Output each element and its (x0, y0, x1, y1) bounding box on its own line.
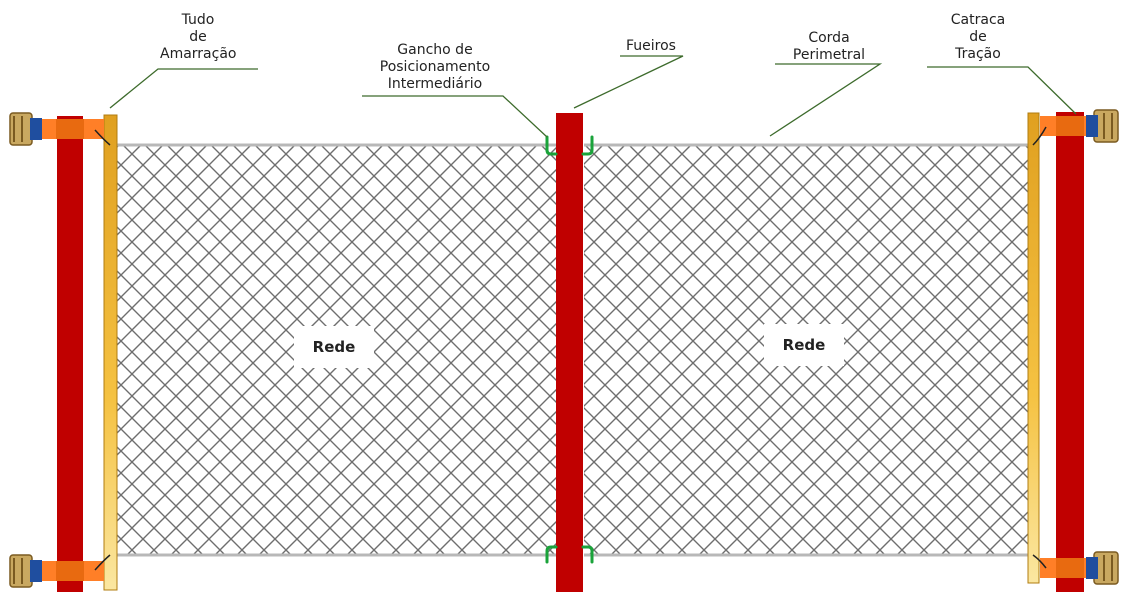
label-line: Amarração (160, 46, 237, 62)
ratchet-icon (9, 112, 42, 146)
stake-left (57, 116, 83, 592)
label-line: de (969, 29, 987, 45)
lashing-tube-left (103, 114, 118, 591)
stake-center (556, 113, 583, 592)
strap-right-bottom (1040, 558, 1096, 578)
label-lashing-tube: Tudo de Amarração (160, 12, 236, 63)
label-perimeter-rope: Corda Perimetral (784, 30, 874, 64)
strap-right-top (1040, 116, 1096, 136)
label-line: Intermediário (387, 76, 483, 92)
ratchet-icon (9, 554, 42, 588)
strap-left-top (28, 119, 104, 139)
label-line: Tudo (181, 12, 215, 28)
label-line: Tração (955, 46, 1001, 62)
label-line: Fueiros (626, 38, 676, 54)
perimeter-rope (110, 143, 1032, 557)
label-line: Perimetral (792, 47, 866, 63)
strap-left-bottom (28, 561, 104, 581)
ratchet-icon (1086, 551, 1119, 585)
label-stakes: Fueiros (620, 38, 682, 55)
label-line: Corda (808, 30, 850, 46)
label-net-left: Rede (294, 326, 374, 368)
label-ratchet: Catraca de Tração (940, 12, 1016, 63)
label-line: Posicionamento (379, 59, 491, 75)
label-line: Catraca (950, 12, 1006, 28)
ratchet-icon (1086, 109, 1119, 143)
stake-right (1056, 112, 1084, 592)
label-intermediate-hook: Gancho de Posicionamento Intermediário (370, 42, 500, 93)
hook-icon (545, 135, 594, 564)
label-line: de (189, 29, 207, 45)
label-line: Gancho de (397, 42, 473, 58)
label-net-right: Rede (764, 324, 844, 366)
leader-lines (109, 55, 1077, 138)
lashing-tube-right (1027, 112, 1040, 584)
